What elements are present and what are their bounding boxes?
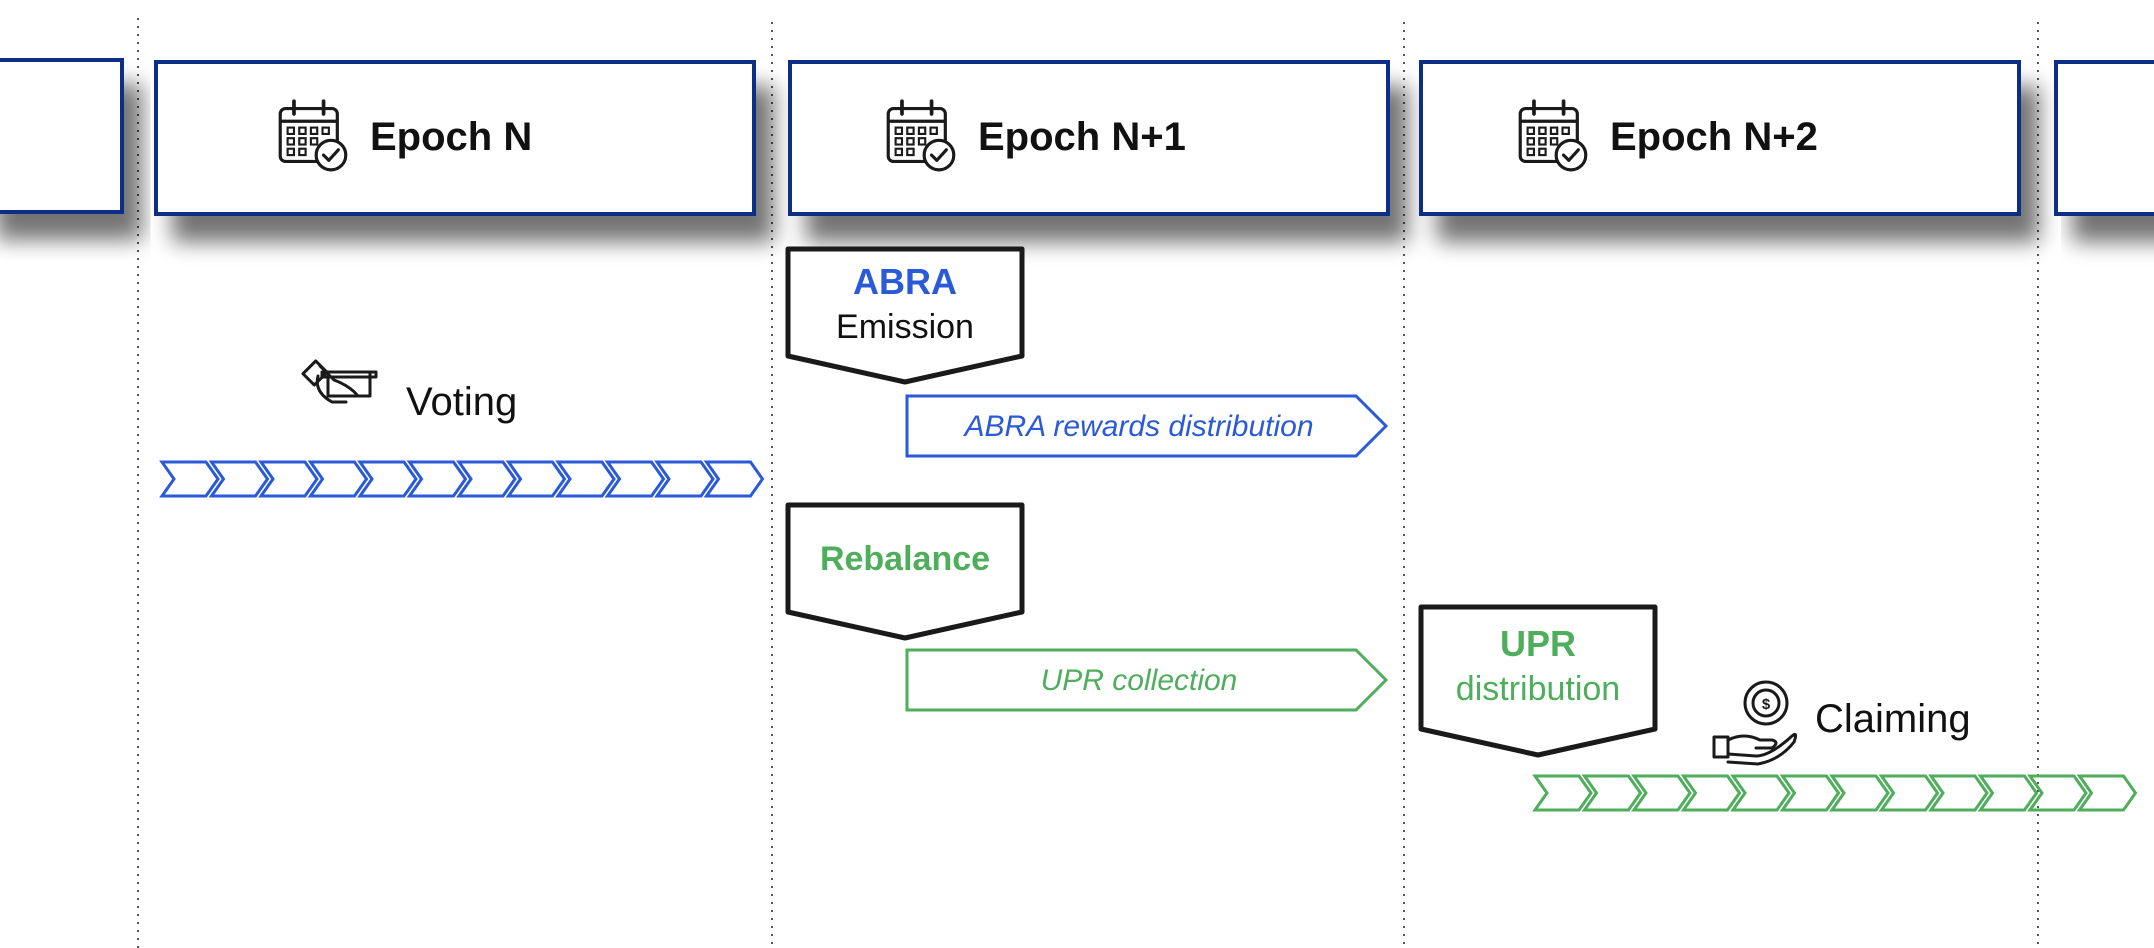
epoch-label: Epoch N	[370, 115, 532, 159]
epoch-headers: Epoch N Epoch N+1 Epoch N+2	[0, 58, 2154, 216]
chevron-segment	[1532, 774, 1593, 812]
abra-emission-subtitle: Emission	[836, 308, 974, 346]
upr-distribution-marker: UPR distribution	[1418, 604, 1658, 758]
abra-emission-title: ABRA	[853, 261, 957, 302]
chevron-segment	[307, 460, 369, 498]
chevron-segment	[1878, 774, 1940, 812]
epoch-box-partial-right	[2054, 60, 2154, 216]
rebalance-marker: Rebalance	[785, 502, 1025, 641]
chevron-segment	[208, 460, 270, 498]
upr-collection-label: UPR collection	[1041, 664, 1238, 697]
claiming-label: Claiming	[1815, 697, 1971, 741]
chevron-segment	[1779, 774, 1841, 812]
chevron-segment	[1581, 774, 1643, 812]
chevron-segment	[654, 460, 715, 498]
chevron-segment	[555, 460, 616, 498]
chevron-segment	[2076, 774, 2138, 812]
abra-emission-marker: ABRA Emission	[785, 246, 1025, 385]
chevron-segment	[357, 460, 418, 498]
epoch-box-partial-left	[0, 58, 124, 214]
chevron-segment	[1631, 774, 1692, 812]
chevron-segment	[159, 460, 220, 498]
chevron-segment	[1829, 774, 1890, 812]
upr-distribution-subtitle: distribution	[1456, 670, 1620, 708]
epoch-label: Epoch N+1	[978, 115, 1186, 159]
svg-text:$: $	[1762, 696, 1771, 713]
abra-rewards-arrow: ABRA rewards distribution	[905, 394, 1389, 458]
coin-in-hand-icon: $	[1712, 680, 1798, 766]
chevron-segment	[1977, 774, 2039, 812]
abra-rewards-label: ABRA rewards distribution	[962, 410, 1313, 443]
chevron-segment	[406, 460, 468, 498]
upr-distribution-title: UPR	[1500, 623, 1576, 664]
ballot-box-icon	[301, 359, 378, 404]
epoch-box-n	[154, 60, 756, 216]
voting-group: Voting	[159, 359, 765, 498]
rebalance-label: Rebalance	[820, 540, 990, 578]
chevron-segment	[703, 460, 765, 498]
upr-collection-arrow: UPR collection	[905, 648, 1389, 712]
chevron-segment	[604, 460, 666, 498]
epoch-separators	[137, 18, 2039, 948]
chevron-segment	[2027, 774, 2088, 812]
claiming-progress-chevrons	[1532, 774, 2138, 812]
chevron-segment	[505, 460, 567, 498]
chevron-segment	[1730, 774, 1791, 812]
chevron-segment	[1928, 774, 1989, 812]
epoch-label: Epoch N+2	[1610, 115, 1818, 159]
chevron-segment	[456, 460, 517, 498]
chevron-segment	[258, 460, 319, 498]
voting-label: Voting	[406, 380, 517, 424]
voting-progress-chevrons	[159, 460, 765, 498]
claiming-group: $ Claiming	[1532, 680, 2138, 812]
chevron-segment	[1680, 774, 1742, 812]
